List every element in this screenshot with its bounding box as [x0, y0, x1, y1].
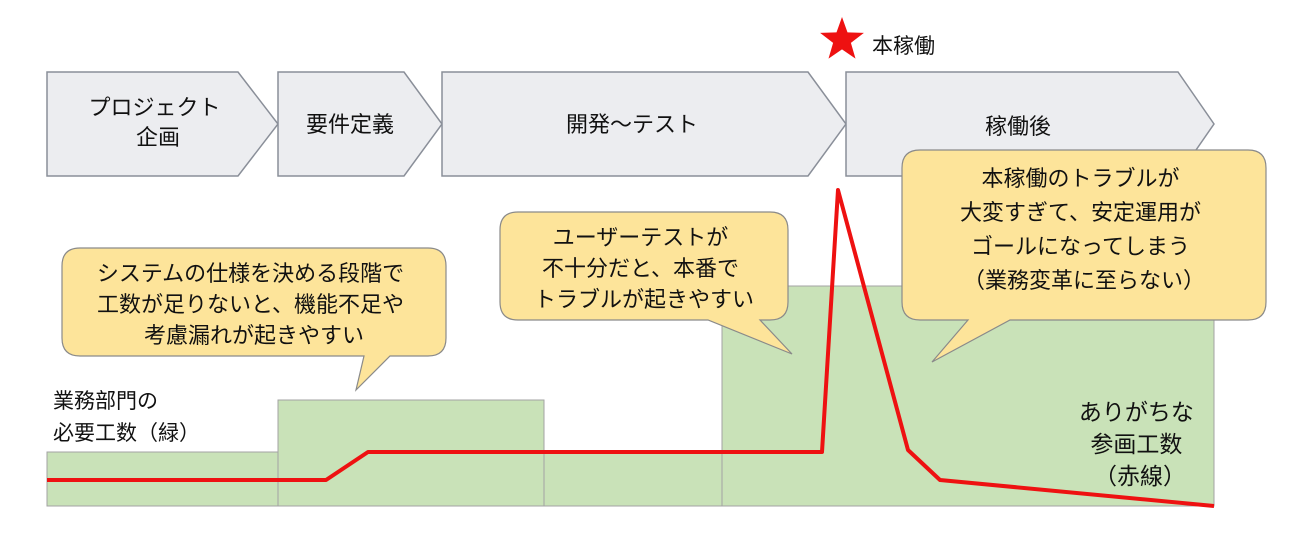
phase-chevron-planning: [46, 71, 279, 177]
phase-label-operation: 稼働後: [985, 115, 1051, 140]
callout-bubble-user-test: [499, 211, 793, 355]
required-block-development: [543, 451, 723, 507]
phase-label-requirements: 要件定義: [306, 113, 394, 138]
phase-chevron-development: [441, 71, 847, 177]
go-live-milestone: 本稼働: [820, 17, 935, 59]
callout-go-live: 本稼働のトラブルが 大変すぎて、安定運用が ゴールになってしまう （業務変革に至…: [901, 149, 1267, 363]
callout-text-requirements: システムの仕様を決める段階で 工数が足りないと、機能不足や 考慮漏れが起きやすい: [97, 262, 411, 349]
phase-chevrons: プロジェクト 企画 要件定義 開発～テスト 稼働後: [46, 71, 1215, 177]
milestone-label: 本稼働: [872, 34, 935, 58]
callout-user-test: ユーザーテストが 不十分だと、本番で トラブルが起きやすい: [499, 211, 793, 355]
phase-label-planning: プロジェクト 企画: [88, 96, 227, 151]
callout-bubble-go-live: [901, 149, 1267, 363]
label-business-required: 業務部門の 必要工数（緑）: [53, 389, 200, 445]
callout-bubble-requirements: [61, 247, 447, 392]
callout-text-user-test: ユーザーテストが 不十分だと、本番で トラブルが起きやすい: [534, 226, 754, 313]
star-icon: [820, 17, 864, 59]
label-typical-actual: ありがちな 参画工数 （赤線）: [1079, 400, 1201, 490]
phase-label-development: 開発～テスト: [566, 113, 698, 138]
callout-text-go-live: 本稼働のトラブルが 大変すぎて、安定運用が ゴールになってしまう （業務変革に至…: [960, 167, 1208, 294]
actual-effort-line: [47, 188, 1215, 508]
callout-requirements: システムの仕様を決める段階で 工数が足りないと、機能不足や 考慮漏れが起きやすい: [61, 247, 447, 392]
phase-chevron-requirements: [277, 71, 443, 177]
